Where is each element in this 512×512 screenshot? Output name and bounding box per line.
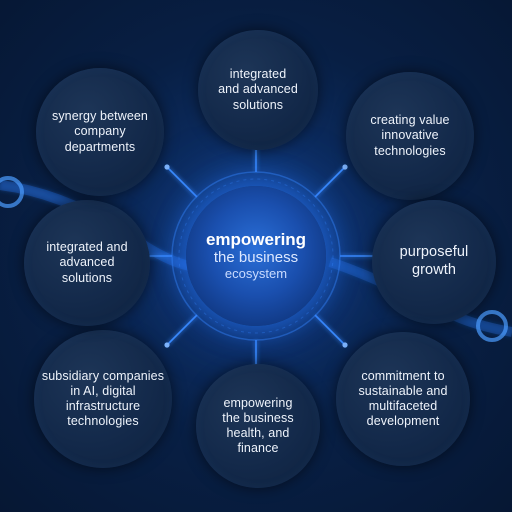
background-ring-left (0, 176, 24, 208)
node-top-line-1: integrated (229, 67, 287, 82)
node-bottom-line-2: the business (222, 410, 294, 425)
center-title: empowering (205, 229, 307, 249)
node-top-right-line-3: technologies (374, 143, 446, 158)
node-left-line-1: integrated and (46, 240, 128, 255)
node-top-right-line-2: innovative (381, 128, 439, 143)
connector-dot-bottom-left (164, 342, 170, 348)
node-bottom-line-1: empowering (223, 395, 293, 410)
node-top-left-line-2: company (74, 124, 126, 139)
background-ring-right (476, 310, 508, 342)
connector-bottom-left (166, 314, 198, 346)
node-bottom-left: subsidiary companies in AI, digital infr… (34, 330, 172, 468)
node-bottom-right: commitment to sustainable and multifacet… (336, 332, 470, 466)
node-bottom-left-line-3: infrastructure (65, 399, 141, 413)
node-left-line-2: advanced (59, 255, 115, 270)
hub-ring-inner (178, 178, 334, 334)
node-bottom-left-line-2: in AI, digital (70, 383, 136, 398)
node-top-left: synergy between company departments (36, 68, 164, 196)
node-left-line-3: solutions (61, 270, 113, 285)
connector-dot-top-right (342, 164, 348, 170)
node-bottom-left-line-4: technologies (67, 414, 139, 429)
node-top: integrated and advanced solutions (198, 30, 318, 150)
node-bottom-left-line-1: subsidiary companies (41, 368, 165, 383)
node-right-line-1: purposeful (399, 244, 469, 261)
node-bottom-right-line-3: multifaceted (368, 399, 438, 413)
center-subtitle: the business (213, 249, 299, 267)
connector-dot-top-left (164, 164, 170, 170)
node-right-line-2: growth (411, 262, 457, 278)
connector-dot-bottom-right (342, 342, 348, 348)
node-right: purposeful growth (372, 200, 496, 324)
node-bottom-right-line-4: development (366, 414, 440, 429)
connector-bottom-right (314, 314, 346, 346)
center-hub: empowering the business ecosystem (186, 186, 326, 326)
connector-top-right (314, 166, 346, 198)
node-left: integrated and advanced solutions (24, 200, 150, 326)
connector-top-left (166, 166, 198, 198)
node-top-left-line-3: departments (64, 139, 136, 154)
node-top-right: creating value innovative technologies (346, 72, 474, 200)
node-top-line-2: and advanced (218, 82, 298, 97)
node-top-left-line-1: synergy between (51, 109, 148, 124)
node-top-right-line-1: creating value (370, 113, 450, 128)
node-bottom-line-4: finance (237, 441, 279, 456)
node-bottom-right-line-1: commitment to (361, 368, 445, 383)
node-bottom: empowering the business health, and fina… (196, 364, 320, 488)
node-bottom-right-line-2: sustainable and (358, 383, 448, 398)
center-caption: ecosystem (224, 265, 288, 281)
node-top-line-3: solutions (232, 97, 284, 112)
node-bottom-line-3: health, and (226, 426, 290, 440)
